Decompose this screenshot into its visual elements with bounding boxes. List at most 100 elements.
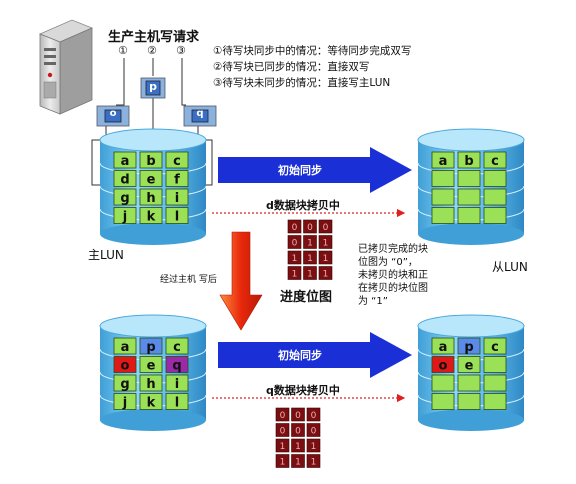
disk-cell bbox=[457, 170, 481, 187]
bitmap-cell-label: 1 bbox=[280, 458, 286, 468]
bitmap-cell bbox=[287, 235, 302, 249]
disk-cell-label: g bbox=[120, 377, 129, 392]
bitmap-note-line-5: 为 “1” bbox=[358, 296, 388, 307]
disk-cell-label: k bbox=[147, 396, 156, 411]
bitmap-note-line-2: 位图为 “0”， bbox=[358, 257, 418, 268]
disk-cell-label: h bbox=[146, 191, 155, 206]
bitmap-cell bbox=[306, 407, 321, 422]
init-sync-arrow-top bbox=[218, 147, 412, 193]
bitmap-cell bbox=[275, 407, 290, 422]
disk-cell-label: g bbox=[120, 191, 129, 206]
bitmap-cell bbox=[318, 235, 333, 249]
bitmap-cell-label: 0 bbox=[295, 411, 301, 421]
disk-cell-label: e bbox=[465, 359, 474, 374]
request-title: 生产主机写请求 bbox=[108, 30, 200, 45]
after-write-arrow bbox=[219, 231, 263, 331]
disk-cell-label: q bbox=[172, 359, 181, 374]
disk-cell bbox=[483, 393, 507, 410]
disk-cell bbox=[431, 356, 455, 373]
disk-cell bbox=[113, 374, 137, 392]
disk-cell bbox=[483, 374, 507, 392]
disk-cell bbox=[483, 207, 507, 224]
disk-cell bbox=[165, 151, 189, 169]
disk-cell-label: j bbox=[122, 210, 127, 225]
disk-cell bbox=[483, 188, 507, 206]
bitmap-cell-label: 1 bbox=[292, 270, 298, 280]
disk-cell-label: i bbox=[175, 377, 179, 392]
disk-cell bbox=[431, 188, 455, 206]
disk-cell bbox=[431, 374, 455, 392]
write-block-p bbox=[140, 77, 166, 99]
disk-cell-label: b bbox=[146, 154, 155, 169]
disk-cell bbox=[139, 170, 163, 187]
disk-cell-label: e bbox=[147, 173, 156, 188]
note-3: ③待写块未同步的情况：直接写主LUN bbox=[213, 77, 391, 89]
disk-cell bbox=[139, 356, 163, 373]
disk-cell-label: o bbox=[439, 359, 448, 374]
bitmap-cell-label: 1 bbox=[292, 254, 298, 264]
bitmap-cell bbox=[291, 438, 305, 453]
disk-cell bbox=[165, 337, 189, 355]
disk-cell bbox=[483, 356, 507, 373]
disk-cell-label: d bbox=[120, 173, 129, 188]
bitmap-cell bbox=[275, 454, 290, 468]
bitmap-cell-label: 0 bbox=[311, 427, 317, 437]
bitmap-cell bbox=[306, 438, 321, 453]
bitmap-cell bbox=[287, 266, 302, 280]
disk-cell bbox=[139, 393, 163, 410]
init-sync-arrow-bottom bbox=[218, 332, 412, 378]
copying-label-top: d数据块拷贝中 bbox=[266, 199, 340, 212]
disk-cell bbox=[165, 393, 189, 410]
note-1: ①待写块同步中的情况：等待同步完成双写 bbox=[213, 45, 412, 57]
disk-cell-label: k bbox=[147, 210, 156, 225]
bitmap-cell-label: 1 bbox=[323, 239, 329, 249]
bitmap-cell-label: 1 bbox=[307, 254, 313, 264]
disk-cell-label: l bbox=[175, 396, 179, 411]
disk-cell bbox=[457, 188, 481, 206]
bitmap-cell bbox=[291, 454, 305, 468]
bitmap-cell-label: 1 bbox=[311, 458, 317, 468]
disk-cell-label: p bbox=[464, 340, 473, 355]
note-2: ②待写块已同步的情况：直接双写 bbox=[213, 61, 370, 73]
disk-cell bbox=[113, 170, 137, 187]
disk-cell-label: c bbox=[491, 154, 499, 169]
bitmap-cell bbox=[303, 266, 317, 280]
write-block-p-label: p bbox=[149, 80, 157, 93]
disk-cell bbox=[113, 151, 137, 169]
bitmap-cell bbox=[275, 423, 290, 437]
disk-cell-label: c bbox=[173, 340, 181, 355]
disk-cell bbox=[431, 170, 455, 187]
bitmap-note: 已拷贝完成的块 位图为 “0”， 未拷贝的块和正 在拷贝的块位图 为 “1” bbox=[358, 243, 428, 308]
disk-cell-label: j bbox=[122, 396, 127, 411]
bitmap-cell bbox=[287, 219, 302, 234]
disk-cell-label: f bbox=[174, 173, 180, 188]
bitmap-cell-label: 1 bbox=[280, 442, 286, 452]
disk-cell bbox=[165, 207, 189, 224]
disk-cell bbox=[165, 188, 189, 206]
copying-label-bottom: q数据块拷贝中 bbox=[266, 384, 340, 397]
disk-cell bbox=[483, 151, 507, 169]
marker-3: ③ bbox=[176, 44, 186, 57]
disk-cell-label: h bbox=[146, 377, 155, 392]
bitmap-cell-label: 1 bbox=[311, 442, 317, 452]
disk-cell bbox=[139, 374, 163, 392]
disk-cell bbox=[113, 188, 137, 206]
bitmap-cell bbox=[303, 219, 317, 234]
bitmap-cell-label: 0 bbox=[292, 223, 298, 233]
primary-lun-label: 主LUN bbox=[88, 248, 124, 262]
server-icon bbox=[38, 19, 94, 115]
disk-cell bbox=[457, 207, 481, 224]
bitmap-cell-label: 1 bbox=[323, 254, 329, 264]
disk-cell bbox=[165, 356, 189, 373]
marker-1: ① bbox=[118, 44, 128, 57]
disk-cell bbox=[139, 337, 163, 355]
bitmap-cell-label: 1 bbox=[295, 458, 301, 468]
bitmap-cell-label: 0 bbox=[295, 427, 301, 437]
disk-cell bbox=[113, 207, 137, 224]
disk-cell bbox=[139, 151, 163, 169]
